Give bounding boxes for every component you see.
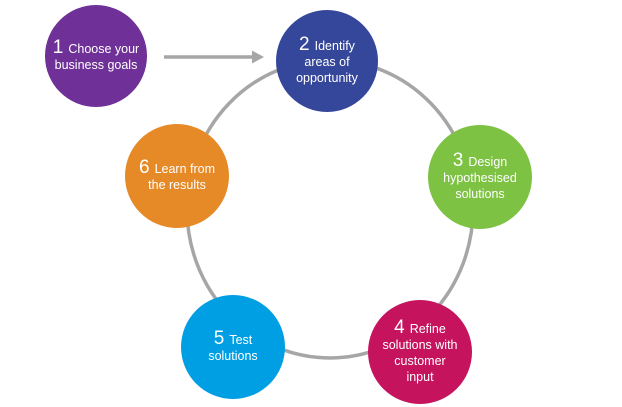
step-6-number: 6 [138, 156, 150, 178]
step-5-label: Test solutions [208, 332, 258, 363]
flow-arrow [164, 50, 264, 64]
step-2-label: Identify areas of opportunity [296, 38, 358, 85]
step-2-number: 2 [299, 33, 310, 55]
step-5-number: 5 [213, 327, 225, 349]
step-4-number: 4 [394, 316, 405, 338]
flow-arrow-head [252, 50, 264, 64]
step-6-label: Learn from the results [148, 161, 216, 192]
step-1-label: Choose your business goals [54, 41, 140, 72]
step-4-label: Refine solutions with customer input [382, 321, 458, 384]
step-3-number: 3 [452, 149, 464, 171]
step-3-label: Design hypothesised solutions [443, 154, 517, 201]
step-1-number: 1 [52, 36, 64, 58]
